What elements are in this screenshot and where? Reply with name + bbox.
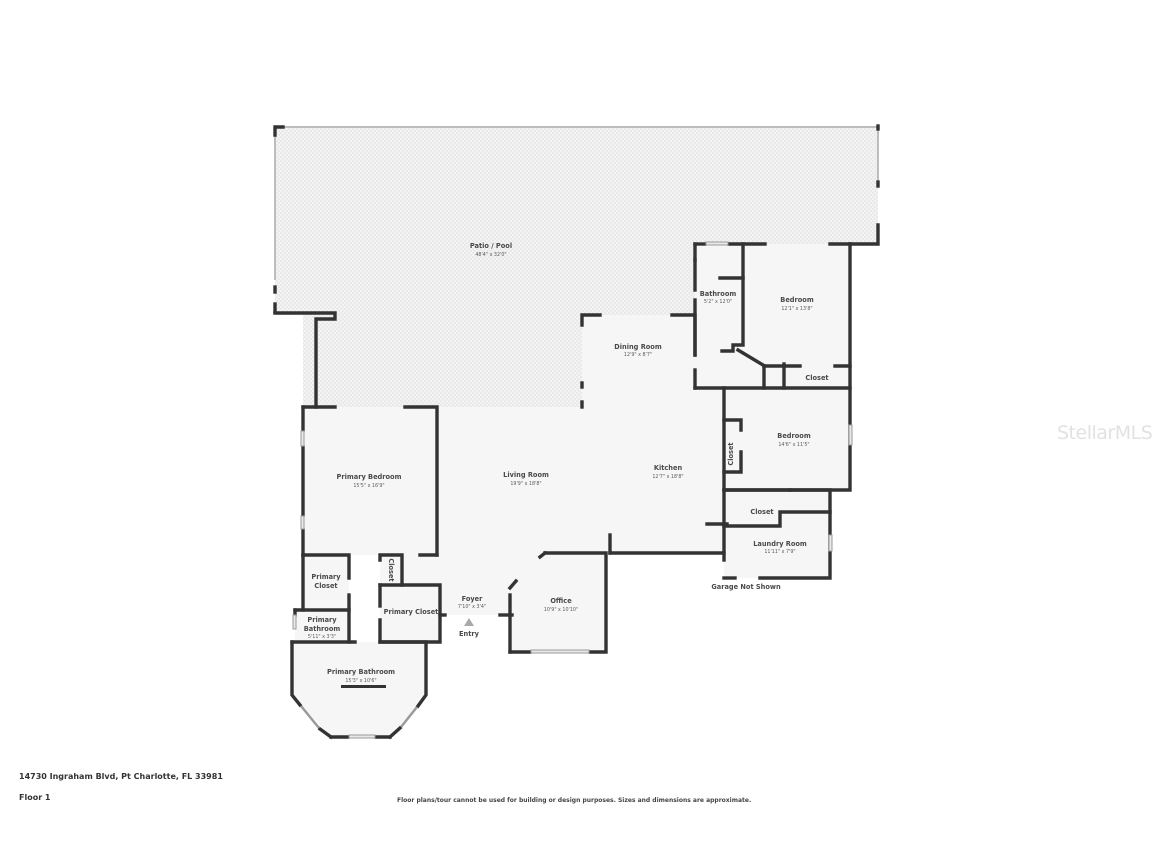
- windows: [292, 241, 853, 739]
- svg-text:15'3" x 10'6": 15'3" x 10'6": [345, 678, 376, 684]
- watermark-logo: StellarMLS: [1057, 422, 1152, 444]
- svg-text:48'4" x 32'0": 48'4" x 32'0": [475, 252, 506, 258]
- label-closet-bed2: Closet: [727, 442, 735, 465]
- svg-text:14'6" x 11'5": 14'6" x 11'5": [778, 442, 809, 448]
- label-office: Office: [550, 597, 572, 605]
- label-dining: Dining Room: [614, 343, 662, 351]
- svg-text:12'9" x 8'7": 12'9" x 8'7": [624, 352, 652, 358]
- label-primary-bath-small-b: Bathroom: [304, 625, 341, 633]
- label-closet-small: Closet: [387, 558, 395, 581]
- patio-screen: [274, 126, 879, 280]
- label-primary-closet-1a: Primary: [311, 573, 341, 581]
- label-primary-closet-2: Primary Closet: [384, 608, 439, 616]
- svg-text:5'2" x 12'0": 5'2" x 12'0": [704, 299, 732, 305]
- svg-text:19'9" x 18'8": 19'9" x 18'8": [510, 481, 541, 487]
- label-bedroom-1: Bedroom: [780, 296, 814, 304]
- svg-text:12'1" x 13'8": 12'1" x 13'8": [781, 306, 812, 312]
- label-kitchen: Kitchen: [654, 464, 683, 472]
- svg-text:5'11" x 3'3": 5'11" x 3'3": [308, 634, 336, 640]
- disclaimer: Floor plans/tour cannot be used for buil…: [397, 797, 752, 804]
- svg-text:12'7" x 18'8": 12'7" x 18'8": [652, 474, 683, 480]
- label-primary-bathroom: Primary Bathroom: [327, 668, 395, 676]
- svg-text:11'11" x 7'9": 11'11" x 7'9": [764, 549, 795, 555]
- label-primary-bedroom: Primary Bedroom: [337, 473, 402, 481]
- entry-marker-icon: [464, 618, 474, 626]
- label-patio: Patio / Pool: [470, 242, 512, 250]
- svg-text:15'5" x 16'9": 15'5" x 16'9": [353, 483, 384, 489]
- label-foyer: Foyer: [462, 595, 484, 603]
- svg-text:10'9" x 10'10": 10'9" x 10'10": [544, 607, 578, 613]
- svg-text:7'10" x 3'4": 7'10" x 3'4": [458, 604, 486, 610]
- label-bathroom: Bathroom: [700, 290, 737, 298]
- label-closet-bed1: Closet: [805, 374, 828, 382]
- label-bedroom-2: Bedroom: [777, 432, 811, 440]
- label-entry: Entry: [459, 630, 480, 638]
- label-laundry: Laundry Room: [753, 540, 807, 548]
- label-primary-closet-1b: Closet: [314, 582, 337, 590]
- patio-area: [275, 127, 878, 407]
- interior-floor: [292, 244, 850, 737]
- label-closet-laundry: Closet: [750, 508, 773, 516]
- walls: [273, 124, 880, 740]
- label-primary-bath-small-a: Primary: [307, 616, 337, 624]
- floor-label: Floor 1: [19, 793, 51, 802]
- vanity-counter: [341, 685, 386, 688]
- label-living: Living Room: [503, 471, 549, 479]
- property-address: 14730 Ingraham Blvd, Pt Charlotte, FL 33…: [19, 772, 223, 781]
- label-garage-note: Garage Not Shown: [711, 583, 781, 591]
- room-labels: Patio / Pool 48'4" x 32'0" Bathroom 5'2"…: [304, 242, 829, 684]
